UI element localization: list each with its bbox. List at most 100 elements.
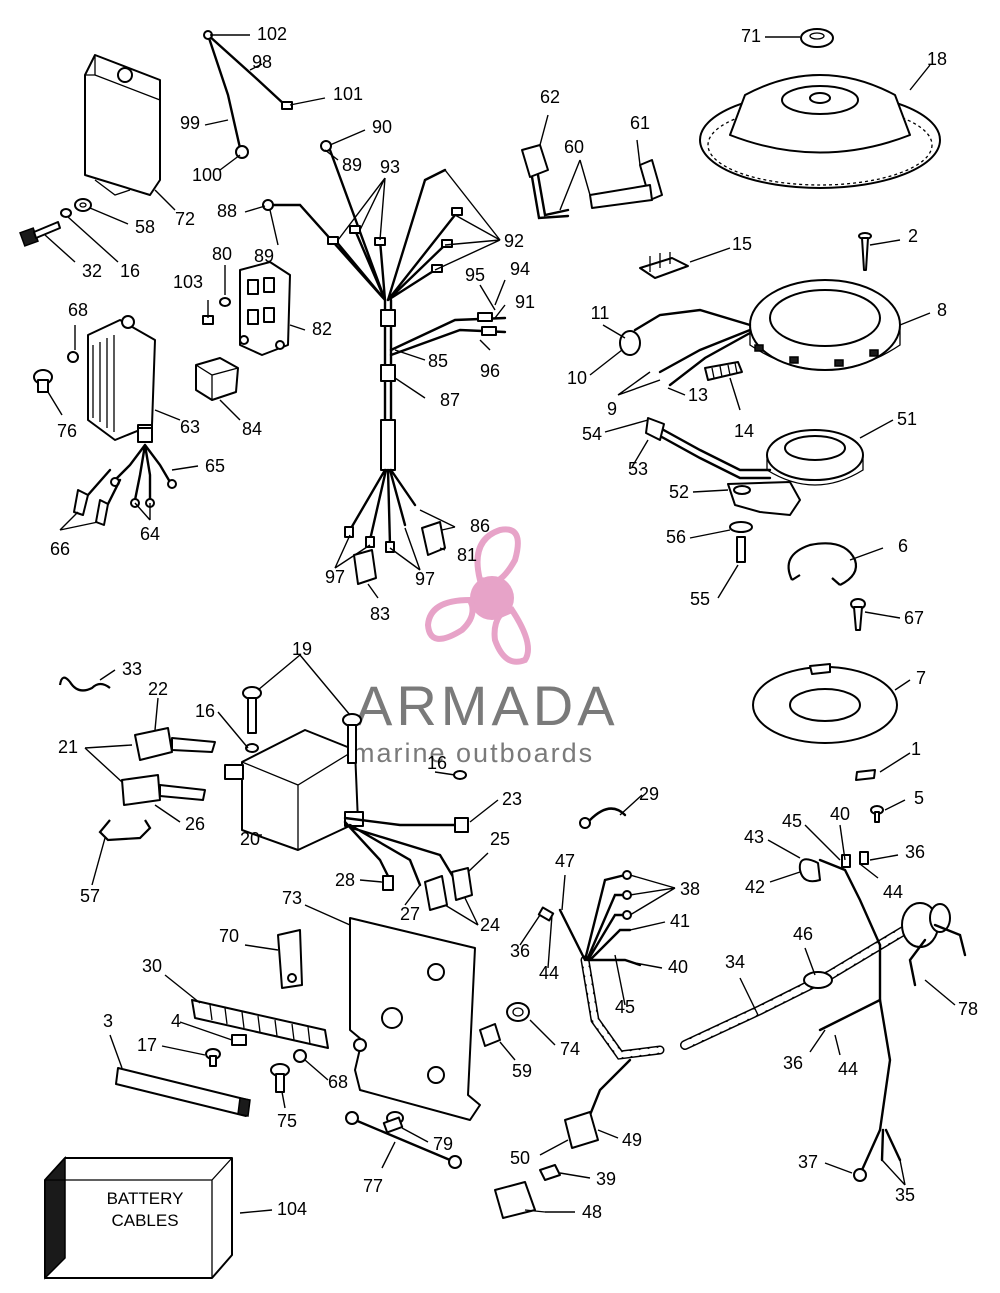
label-101: 101 (333, 84, 363, 104)
label-61: 61 (630, 113, 650, 133)
logo-title: ARMADA (355, 674, 619, 737)
screw-part-32 (19, 221, 61, 247)
sensor-coil-part-51 (766, 429, 864, 486)
label-42: 42 (745, 877, 765, 897)
label-44-right: 44 (883, 882, 903, 902)
timer-base-part-7 (752, 663, 898, 744)
label-94: 94 (510, 259, 530, 279)
bracket-part-52 (727, 481, 801, 516)
logo-blade-top (474, 526, 521, 586)
connector-cover-part-48 (494, 1181, 546, 1219)
ground-lead-part-29 (579, 807, 627, 829)
label-75: 75 (277, 1111, 297, 1131)
label-58: 58 (135, 217, 155, 237)
screw-part-79 (382, 1111, 404, 1134)
label-43: 43 (744, 827, 764, 847)
label-51: 51 (897, 409, 917, 429)
label-5: 5 (914, 788, 924, 808)
label-1: 1 (911, 739, 921, 759)
engine-harness-part-47 (537, 870, 665, 1149)
label-72: 72 (175, 209, 195, 229)
label-103: 103 (173, 272, 203, 292)
label-92: 92 (504, 231, 524, 251)
connector-part-26 (121, 774, 206, 806)
label-88: 88 (217, 201, 237, 221)
label-102: 102 (257, 24, 287, 44)
power-pack-part-72 (84, 54, 161, 196)
label-6: 6 (898, 536, 908, 556)
label-97-left: 97 (325, 567, 345, 587)
label-16-top: 16 (120, 261, 140, 281)
ground-lead-part-77 (345, 1111, 462, 1169)
logo-subtitle: marine outboards (352, 738, 594, 768)
screw-part-75 (270, 1063, 290, 1093)
engine-harness-part-34 (680, 851, 967, 1182)
screw-part-17 (205, 1048, 221, 1067)
label-44-mid: 44 (539, 963, 559, 983)
terminal-part-66 (73, 468, 122, 526)
label-74: 74 (560, 1039, 580, 1059)
wiring-harness-part-85 (262, 140, 507, 553)
label-49: 49 (622, 1130, 642, 1150)
label-40-right: 40 (830, 804, 850, 824)
label-98: 98 (252, 52, 272, 72)
clamp-part-15 (639, 252, 689, 279)
label-66: 66 (50, 539, 70, 559)
logo-hub (470, 576, 514, 620)
label-55: 55 (690, 589, 710, 609)
label-39: 39 (596, 1169, 616, 1189)
label-90: 90 (372, 117, 392, 137)
relay-part-84 (195, 357, 239, 401)
label-44-low: 44 (838, 1059, 858, 1079)
terminal-strip-part-30 (191, 999, 329, 1049)
lead-part-64 (110, 427, 177, 508)
stator-lead-part-9 (619, 308, 752, 387)
label-36-right: 36 (905, 842, 925, 862)
label-34: 34 (725, 952, 745, 972)
label-10: 10 (567, 368, 587, 388)
label-45-mid: 45 (615, 997, 635, 1017)
spark-plug-lead-part-61 (589, 159, 663, 209)
screw-part-2 (858, 232, 872, 271)
label-59: 59 (512, 1061, 532, 1081)
label-100: 100 (192, 165, 222, 185)
label-53: 53 (628, 459, 648, 479)
spark-plug-lead-part-62 (521, 144, 570, 220)
label-68-plate: 68 (328, 1072, 348, 1092)
label-79: 79 (433, 1134, 453, 1154)
logo-blade-left (424, 596, 476, 642)
label-93: 93 (380, 157, 400, 177)
label-13: 13 (688, 385, 708, 405)
label-2: 2 (908, 226, 918, 246)
label-84: 84 (242, 419, 262, 439)
label-45-right: 45 (782, 811, 802, 831)
power-pack-part-20 (224, 729, 364, 851)
mounting-plate-part-73 (349, 917, 481, 1121)
label-64: 64 (140, 524, 160, 544)
label-71: 71 (741, 26, 761, 46)
part-number-labels: 102 98 101 99 100 72 58 32 16 90 89 93 8… (50, 24, 978, 1222)
label-16-pack: 16 (195, 701, 215, 721)
jumper-part-4 (231, 1034, 247, 1046)
label-4: 4 (171, 1011, 181, 1031)
label-25: 25 (490, 829, 510, 849)
label-54: 54 (582, 424, 602, 444)
label-20: 20 (240, 829, 260, 849)
label-99: 99 (180, 113, 200, 133)
label-46: 46 (793, 924, 813, 944)
label-89-top: 89 (342, 155, 362, 175)
label-14: 14 (734, 421, 754, 441)
label-85: 85 (428, 351, 448, 371)
screw-part-76 (33, 369, 53, 393)
label-8: 8 (937, 300, 947, 320)
label-81: 81 (457, 545, 477, 565)
leader-lines (44, 34, 956, 1214)
label-7: 7 (916, 668, 926, 688)
label-80: 80 (212, 244, 232, 264)
label-41: 41 (670, 911, 690, 931)
label-68-top: 68 (68, 300, 88, 320)
label-48: 48 (582, 1202, 602, 1222)
label-35: 35 (895, 1185, 915, 1205)
armada-logo: ARMADA marine outboards (352, 526, 619, 768)
